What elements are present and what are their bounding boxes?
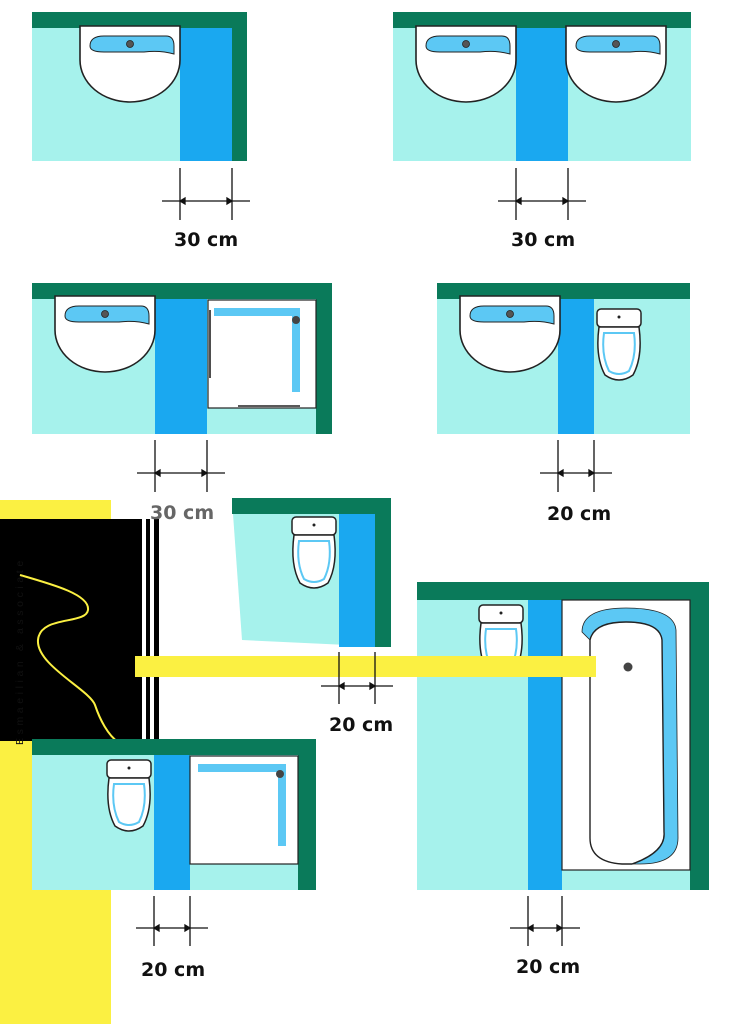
brand-yellow-bar — [135, 656, 596, 677]
dimension-label: 30 cm — [511, 229, 576, 251]
sink-icon — [565, 25, 667, 103]
dimension-label: 20 cm — [329, 714, 394, 736]
diagram-sink-shower — [32, 283, 332, 434]
dimension-label: 20 cm — [547, 503, 612, 525]
brand-stripe — [154, 519, 159, 741]
sink-icon — [54, 295, 156, 373]
diagram-toilet-shower — [32, 739, 316, 890]
sink-icon — [415, 25, 517, 103]
brand-stripe — [138, 519, 142, 741]
sink-icon — [79, 25, 181, 103]
diagram-toilet-bathtub — [417, 582, 709, 890]
toilet-icon — [106, 759, 152, 832]
diagram-sink-sink — [393, 12, 691, 161]
sink-icon — [459, 295, 561, 373]
shower-tray-icon — [189, 755, 299, 865]
shower-tray-icon — [207, 299, 317, 409]
dimension-label: 20 cm — [141, 959, 206, 981]
dimension-label: 30 cm — [150, 502, 215, 524]
brand-stripe — [146, 519, 150, 741]
toilet-icon — [596, 308, 642, 381]
dimension-label: 30 cm — [174, 229, 239, 251]
dimension-label: 20 cm — [516, 956, 581, 978]
diagram-sink-toilet — [437, 283, 690, 434]
diagram-sink-wall — [32, 12, 247, 161]
toilet-icon — [291, 516, 337, 589]
bathtub-icon — [561, 599, 691, 871]
diagram-toilet-wall — [232, 498, 391, 647]
dimension-markers — [136, 168, 612, 946]
